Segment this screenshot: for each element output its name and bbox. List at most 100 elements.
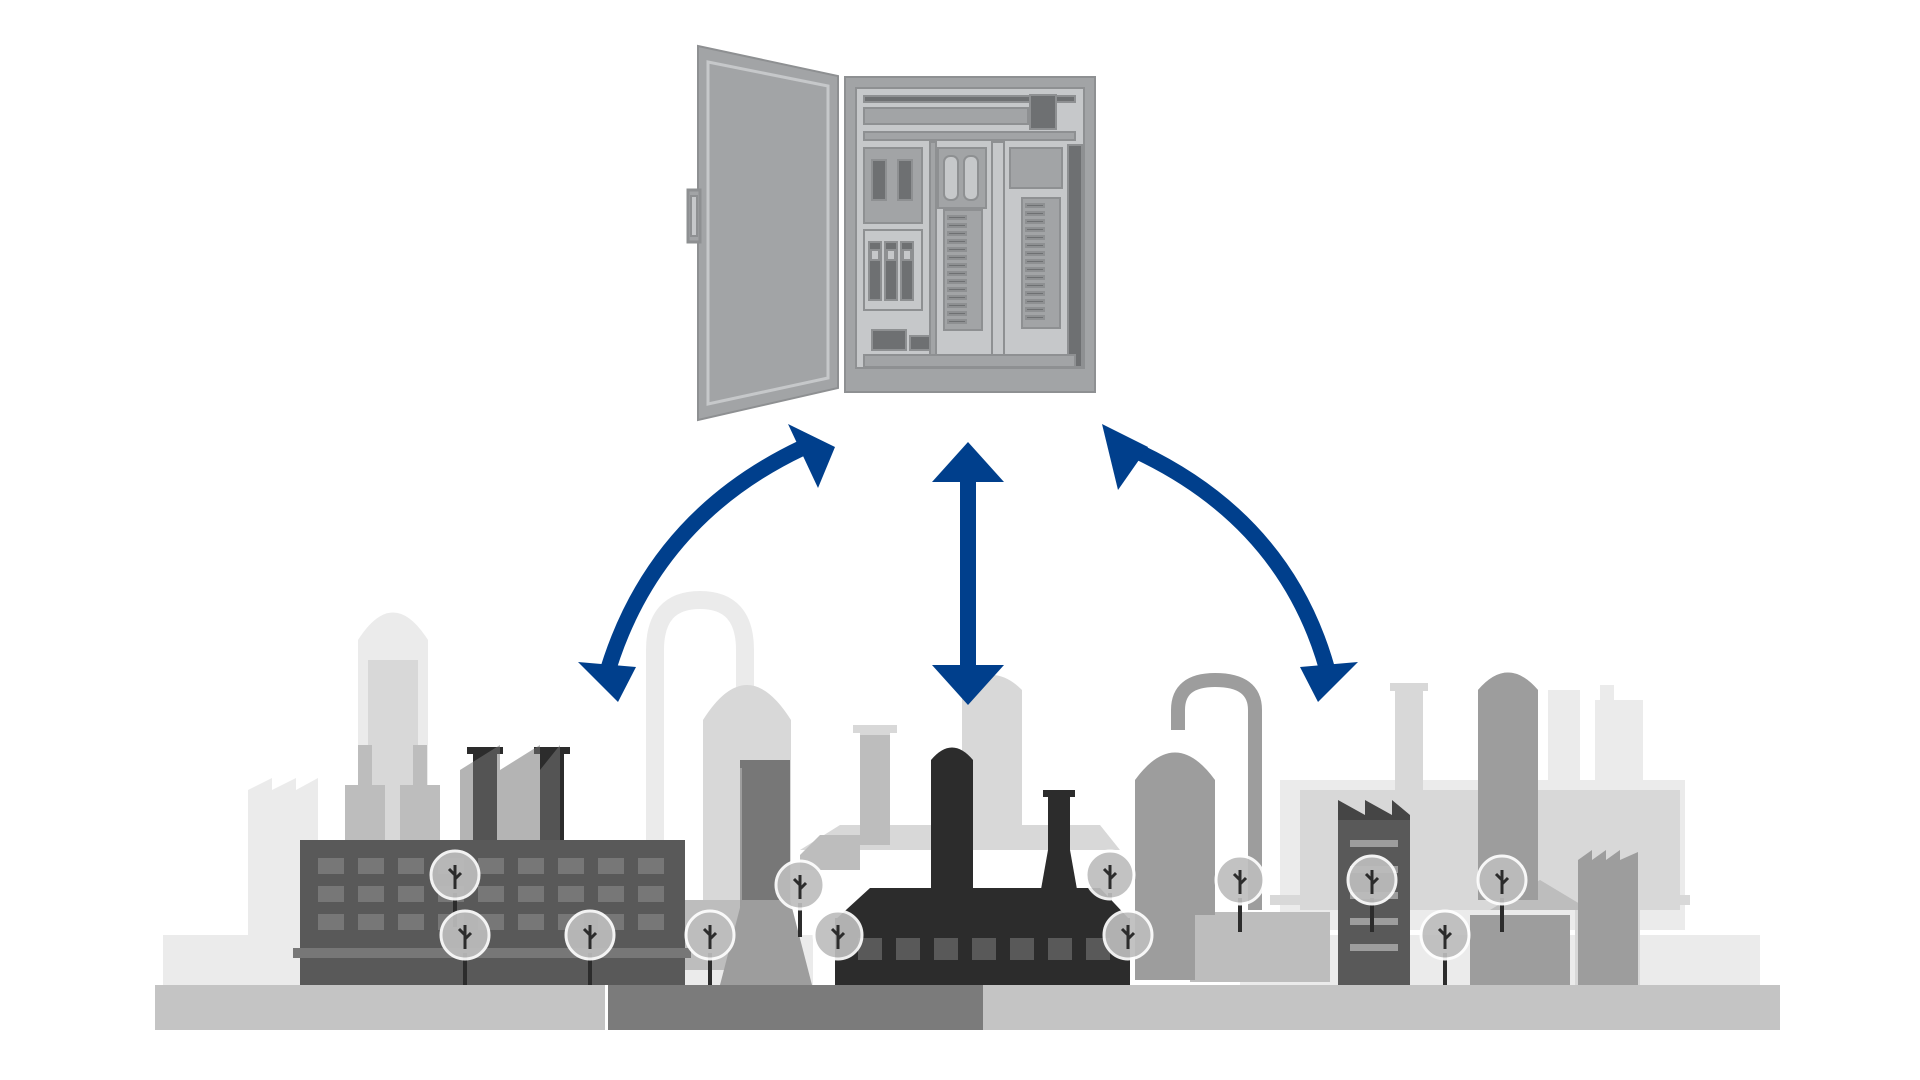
io-terminal [1025,283,1045,288]
tree-branch [702,925,718,949]
cabinet-vertical-duct-left [929,141,937,369]
cabinet-door [697,44,839,422]
u-pipe-right [1171,672,1262,910]
tall-column-left-dome [358,612,428,640]
left-factory-window [558,858,584,874]
right-low-office [1195,915,1325,980]
right-chimney-light-cap [1390,683,1428,691]
left-factory-window [318,886,344,902]
tree-branch [447,865,463,889]
io-terminal [947,247,967,252]
left-factory-window [478,858,504,874]
right-silo-1 [1548,690,1580,800]
cabinet-bottom-terminal-left [871,329,907,351]
left-factory-window [638,914,664,930]
central-hall-windows [858,938,1110,960]
io-terminal [947,311,967,316]
factory-skyline [155,590,1780,1030]
central-hall-window [896,938,920,960]
io-terminal [947,255,967,260]
central-hall-window [934,938,958,960]
io-terminal [1025,219,1045,224]
left-main-factory [293,745,691,985]
tree-branch [1102,865,1118,889]
tree-branch [1120,925,1136,949]
io-terminal [947,287,967,292]
io-terminal [947,223,967,228]
twin-tank-left-neck [358,745,372,785]
tree-branch [830,925,846,949]
tree-branch [792,875,808,899]
breaker-switch [886,249,896,261]
io-terminal [1025,267,1045,272]
cabinet-right-duct [1067,144,1083,368]
central-dark-chimney-cap [1043,790,1075,797]
left-factory-window [518,914,544,930]
right-chimney-light [1395,690,1423,800]
io-terminal [1025,291,1045,296]
io-terminal [1025,203,1045,208]
io-terminal [1025,299,1045,304]
left-factory-window [638,886,664,902]
ground-left [155,985,605,1030]
right-building-window [1350,944,1398,951]
left-factory-window [518,886,544,902]
right-silo-2 [1595,700,1643,800]
u-pipe-left [646,590,754,900]
cabinet-wire-duct-top [863,107,1029,125]
right-tall-column-dome [1478,672,1538,690]
left-factory-window [318,914,344,930]
left-factory-window [598,858,624,874]
io-terminal [1025,275,1045,280]
io-terminal [947,279,967,284]
left-chimney-1-cap [467,747,503,754]
io-terminal [947,239,967,244]
left-factory-roofline [293,948,691,958]
central-hall-window [972,938,996,960]
u-pipe-right-dome [1135,752,1215,780]
left-factory-window [398,914,424,930]
tree-branch [1494,870,1510,894]
left-factory-window [358,858,384,874]
trees [429,849,1528,987]
cabinet-io-ticks-right [1025,203,1045,320]
tree-branch [1232,870,1248,894]
central-dark-chimney-base [1040,850,1078,895]
left-sawtooth-overlay [460,745,560,840]
tree-branch [1437,925,1453,949]
arrow-right-arc-head-bottom [1300,662,1358,702]
ground-right [1348,985,1780,1030]
center-low-roof [800,835,860,870]
arrow-right-arc-head-top [1102,424,1148,490]
center-chimney-cap [853,725,897,733]
io-terminal [1025,227,1045,232]
cabinet-io-ticks-center [947,215,967,324]
left-factory-window [318,858,344,874]
io-terminal [947,263,967,268]
cabinet-top-rail [863,95,1076,103]
left-factory-window [398,886,424,902]
io-terminal [1025,243,1045,248]
cabinet-bottom-duct [863,354,1076,368]
cabinet-vertical-duct-center [991,141,1005,369]
cabinet-relay-2 [897,159,913,201]
right-dark-office [1470,915,1570,985]
cabinet-fuse-1 [943,155,959,201]
left-chimney-2-cap [534,747,570,754]
tree-branch [457,925,473,949]
ground-center-light [983,985,1348,1030]
left-factory-windows [318,858,664,930]
right-brick-roof [1578,850,1638,875]
io-terminal [947,295,967,300]
twin-tank-right-neck [413,745,427,785]
cabinet-right-module-holder [1009,147,1063,189]
central-dark-column-dome [931,747,973,760]
cabinet-door-handle-inner [690,195,698,237]
central-hall-window [1010,938,1034,960]
left-factory-window [598,886,624,902]
io-terminal [1025,251,1045,256]
io-terminal [1025,315,1045,320]
io-terminal [947,319,967,324]
center-light-chimney [860,735,890,845]
